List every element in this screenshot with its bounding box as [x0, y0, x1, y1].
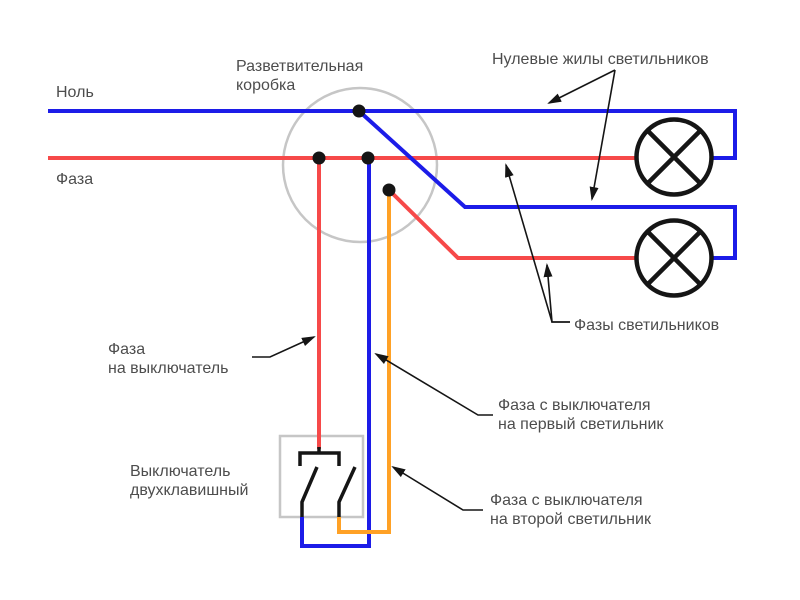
label-junction-box-line1: Разветвительная — [236, 58, 363, 75]
switch-box — [278, 434, 365, 519]
junction-dot-switched — [382, 183, 396, 197]
neutral-supply-wire — [48, 109, 737, 160]
leader-phase-second-lamp — [391, 465, 483, 511]
lamp-1-icon — [634, 117, 714, 197]
lamp-2-icon — [634, 218, 714, 298]
label-neutral: Ноль — [56, 84, 94, 101]
junction-dot-phase-right — [361, 151, 375, 165]
leader-lamp-phases-2 — [543, 263, 570, 323]
label-phase-second-lamp-line2: на второй светильник — [490, 511, 652, 528]
switch-blade-2 — [337, 466, 357, 517]
junction-dot-neutral — [352, 104, 366, 118]
junction-box-circle — [281, 86, 439, 244]
label-phase-first-lamp-line2: на первый светильник — [498, 416, 664, 433]
phase-to-lamp2-wire — [387, 188, 637, 260]
switch-blade-1 — [300, 466, 319, 517]
switch-symbol — [298, 447, 357, 517]
label-lamp-phases: Фазы светильников — [574, 317, 719, 334]
leader-phase-first-lamp — [374, 352, 493, 416]
label-junction-box-line2: коробка — [236, 77, 295, 94]
label-phase-to-switch-line2: на выключатель — [108, 360, 228, 377]
leader-phase-to-switch — [252, 336, 316, 358]
label-switch-line1: Выключатель — [130, 463, 230, 480]
label-phase: Фаза — [56, 171, 93, 188]
label-switch-line2: двухклавишный — [130, 482, 248, 499]
switched-wire-lamp1 — [300, 158, 371, 548]
leader-lamp-phases-1 — [505, 163, 570, 323]
label-phase-to-switch-line1: Фаза — [108, 341, 145, 358]
leader-neutral-wires-1 — [547, 69, 616, 104]
label-neutral-wires: Нулевые жилы светильников — [492, 51, 709, 68]
junction-dot-phase-left — [312, 151, 326, 165]
switch-bracket — [298, 451, 341, 466]
neutral-to-lamp2-wire — [357, 109, 737, 260]
leader-neutral-wires-2 — [589, 69, 616, 201]
label-phase-first-lamp-line1: Фаза с выключателя — [498, 397, 651, 414]
label-phase-second-lamp-line1: Фаза с выключателя — [490, 492, 643, 509]
